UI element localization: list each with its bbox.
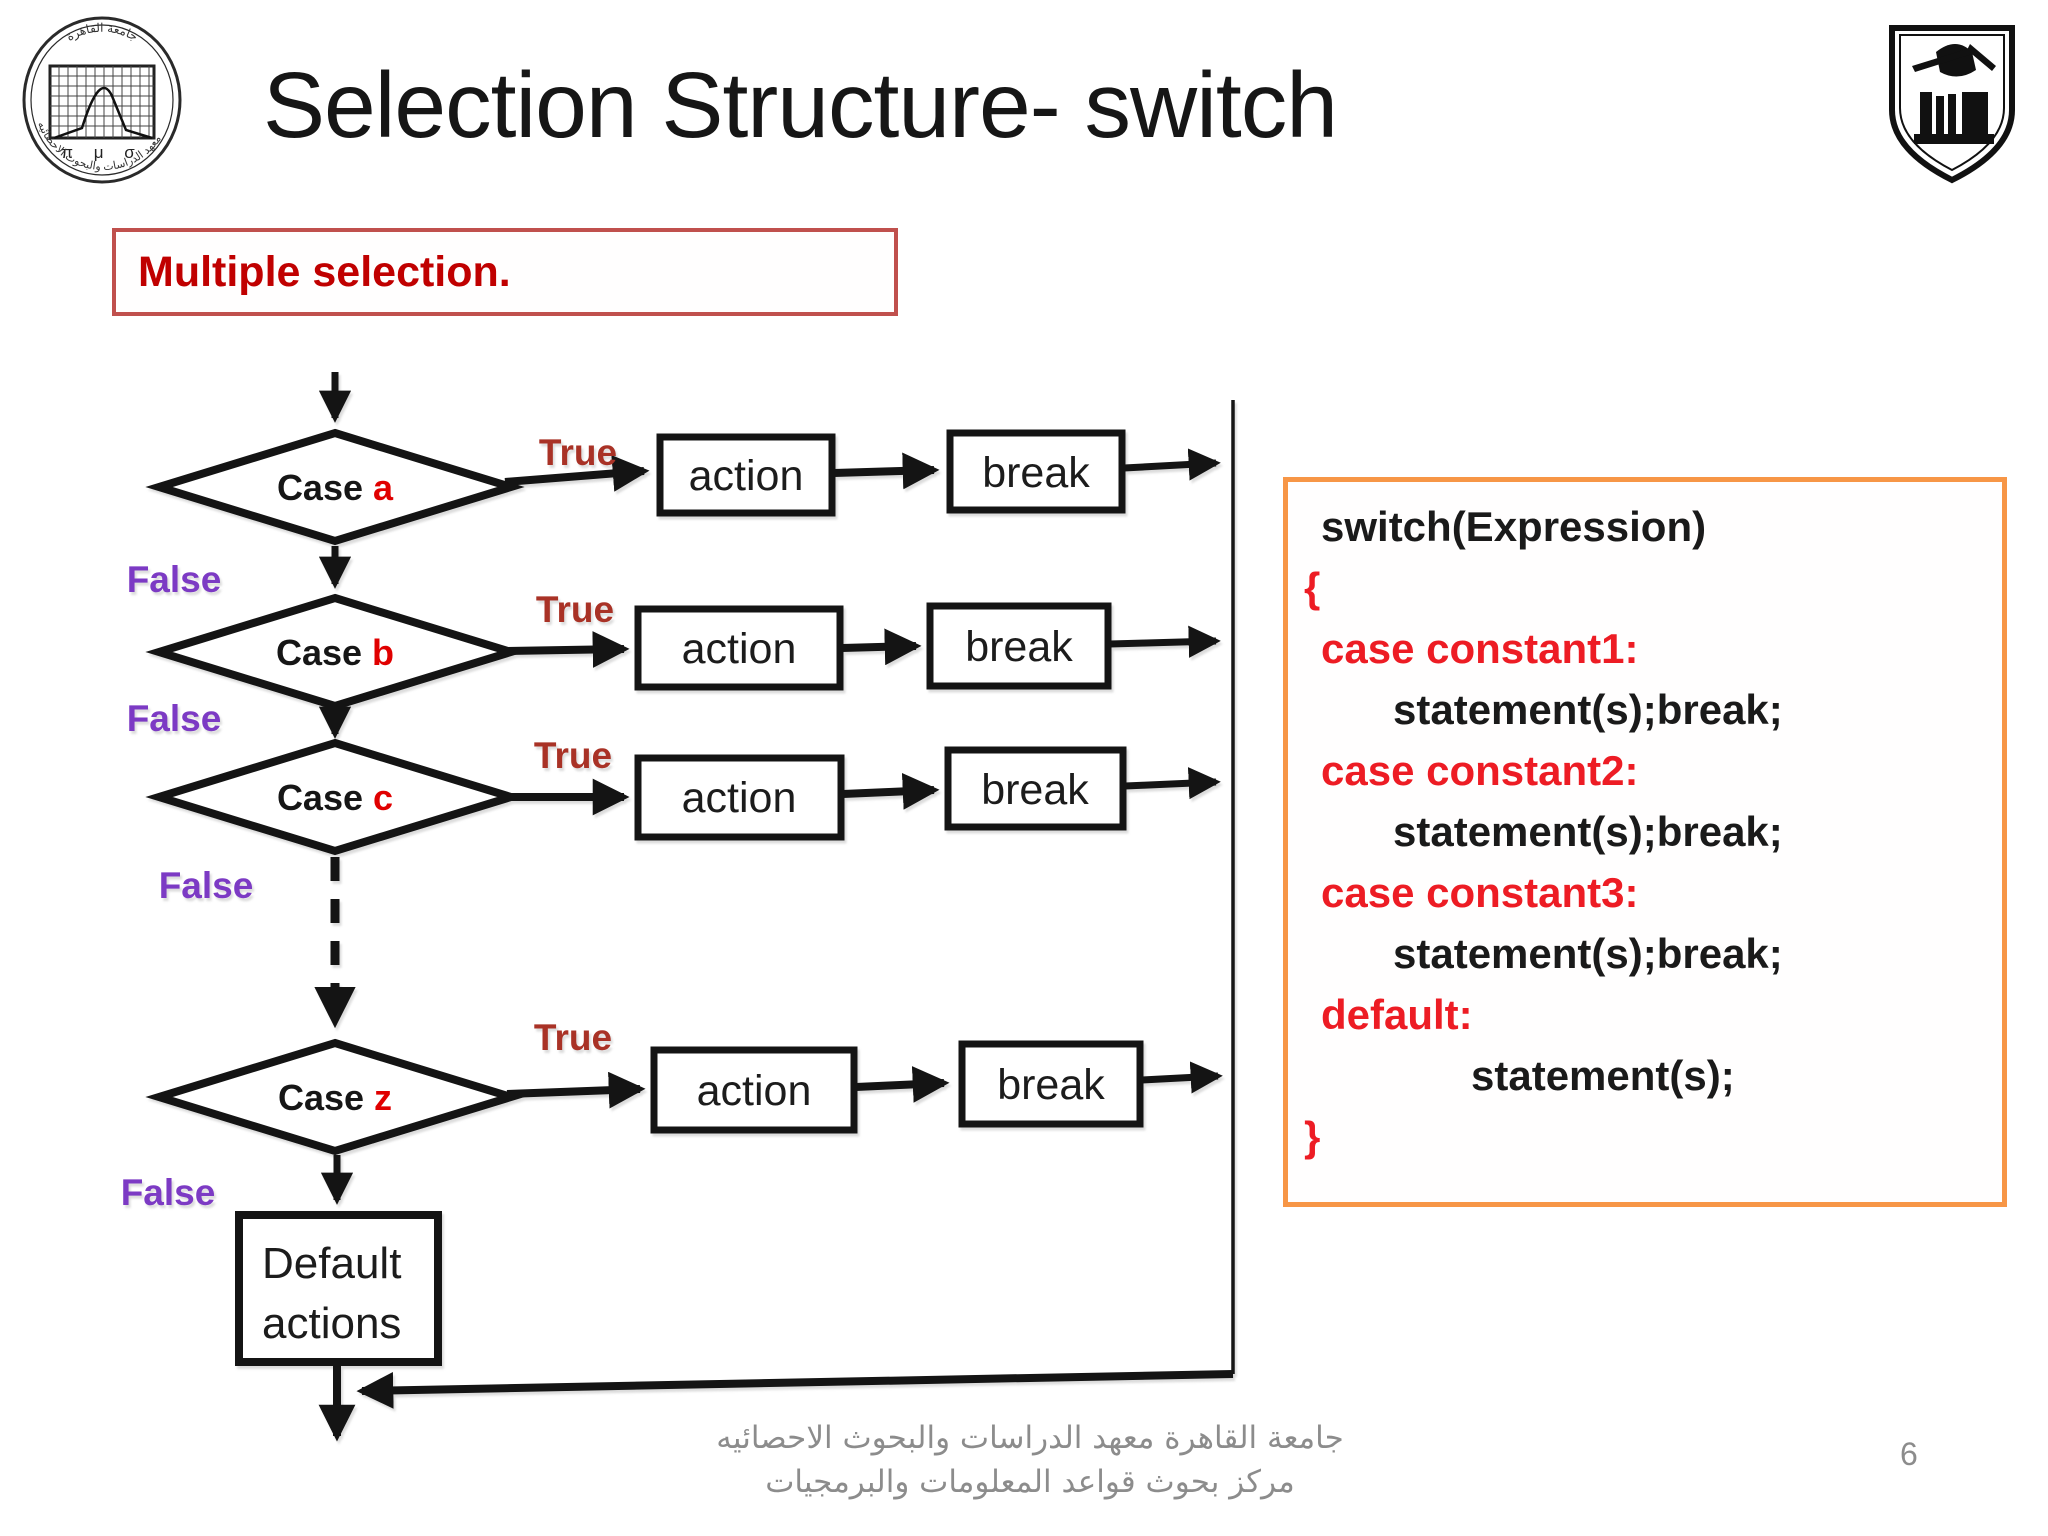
code-line: case constant2: xyxy=(1321,747,1639,794)
code-line: statement(s);break; xyxy=(1393,930,1783,977)
code-line: statement(s); xyxy=(1471,1052,1735,1099)
default-actions-line1: Default xyxy=(262,1239,401,1288)
default-actions-line2: actions xyxy=(262,1299,401,1348)
break-label-1: break xyxy=(982,449,1090,497)
code-line: } xyxy=(1304,1113,1321,1160)
footer-line-1: جامعة القاهرة معهد الدراسات والبحوث الاح… xyxy=(716,1420,1344,1456)
false-label-2: False xyxy=(127,698,222,739)
false-label-3: False xyxy=(159,865,254,906)
break-box-4 xyxy=(958,1040,1144,1128)
diamond-case-c xyxy=(145,738,525,856)
slide-footer: جامعة القاهرة معهد الدراسات والبحوث الاح… xyxy=(690,1416,1370,1504)
action-box-1 xyxy=(656,433,836,517)
action-box-3 xyxy=(634,754,845,841)
action-label-4: action xyxy=(697,1067,812,1115)
true-arrow-b xyxy=(506,631,630,668)
break-label-3: break xyxy=(981,766,1089,814)
break-label-2: break xyxy=(965,623,1073,671)
callout-text: Multiple selection. xyxy=(138,247,511,296)
emblem-grid xyxy=(48,64,156,140)
code-line: case constant1: xyxy=(1321,625,1639,672)
arrow-break-collector-4 xyxy=(1141,1061,1223,1094)
diamond-case-z xyxy=(145,1038,525,1156)
shield-crest xyxy=(1912,44,1996,144)
code-line: case constant3: xyxy=(1321,869,1639,916)
arrow-action-break-1 xyxy=(833,452,940,490)
code-line: statement(s);break; xyxy=(1393,686,1783,733)
true-arrow-a xyxy=(504,455,650,492)
case-z-label: Case z xyxy=(278,1077,392,1118)
diamond-case-a xyxy=(145,428,525,546)
case-c-label: Case c xyxy=(277,777,393,818)
arrow-action-break-2 xyxy=(841,628,922,666)
default-actions-box xyxy=(235,1211,442,1366)
break-box-3 xyxy=(944,746,1127,831)
code-line: statement(s);break; xyxy=(1393,808,1783,855)
false-label-1: False xyxy=(127,559,222,600)
case-a-label: Case a xyxy=(277,467,394,508)
true-label-3: True xyxy=(534,735,612,776)
code-line: { xyxy=(1304,564,1321,611)
false-label-4: False xyxy=(121,1172,216,1213)
multiple-selection-callout: Multiple selection. xyxy=(112,228,898,316)
arrow-action-break-4 xyxy=(855,1066,950,1103)
arrow-action-break-3 xyxy=(842,772,940,810)
break-box-2 xyxy=(926,602,1112,690)
arrow-break-collector-1 xyxy=(1123,448,1221,481)
diamond-case-b xyxy=(145,593,525,711)
arrow-break-collector-3 xyxy=(1124,767,1221,800)
action-box-2 xyxy=(634,605,844,691)
true-arrow-z xyxy=(506,1071,646,1109)
switch-code-box: switch(Expression) { case constant1: sta… xyxy=(1283,477,2007,1207)
statistics-institute-logo: جامعة القاهرة π μ σ معهد الدراسات والبحو… xyxy=(22,16,182,184)
return-line xyxy=(356,1370,1234,1409)
arrow-break-collector-2 xyxy=(1109,625,1221,658)
action-label-3: action xyxy=(682,774,797,822)
cairo-university-logo xyxy=(1889,25,2015,184)
break-box-1 xyxy=(946,429,1126,514)
bell-curve xyxy=(53,86,153,140)
code-line: default: xyxy=(1321,991,1473,1038)
true-label-2: True xyxy=(536,589,614,630)
action-label-2: action xyxy=(682,625,797,673)
action-label-1: action xyxy=(689,452,804,500)
true-label-1: True xyxy=(539,432,617,473)
emblem-symbols: π μ σ xyxy=(61,143,142,162)
code-line: switch(Expression) xyxy=(1321,503,1707,550)
action-box-4 xyxy=(650,1046,858,1134)
case-b-label: Case b xyxy=(276,632,394,673)
true-label-4: True xyxy=(534,1017,612,1058)
page-title: Selection Structure- switch xyxy=(263,53,1338,157)
page-number: 6 xyxy=(1900,1436,1918,1472)
break-label-4: break xyxy=(997,1061,1105,1109)
footer-line-2: مركز بحوث قواعد المعلومات والبرمجيات xyxy=(765,1464,1295,1501)
